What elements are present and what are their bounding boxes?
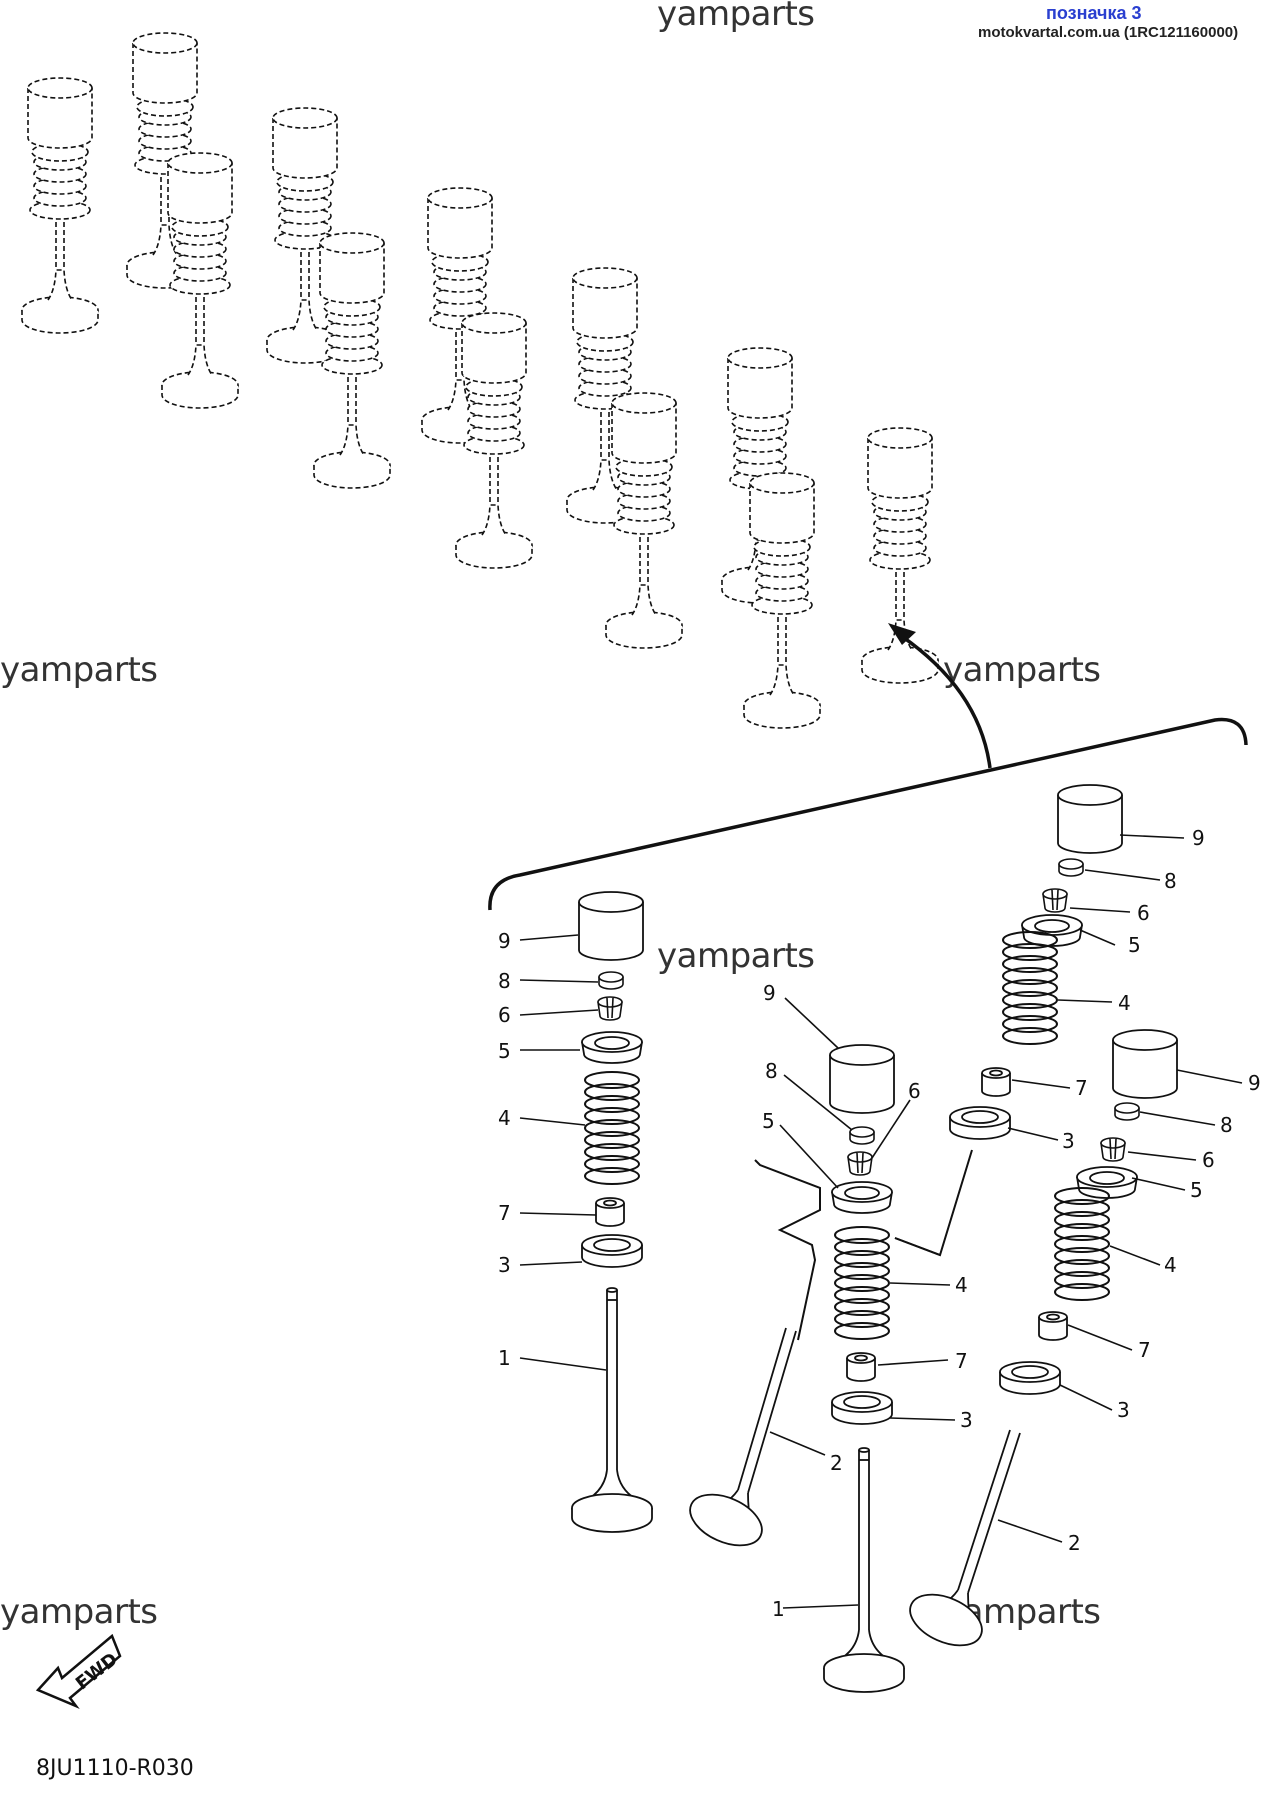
callout-left-9: 9	[498, 929, 511, 953]
callout-left-8: 8	[498, 969, 511, 993]
callout-middle-2: 2	[830, 1451, 843, 1475]
callout-lower-right-9: 9	[1248, 1071, 1261, 1095]
assembly-left	[571, 891, 653, 1533]
watermark-right: yamparts	[943, 650, 1101, 690]
watermark-center: yamparts	[657, 936, 815, 976]
watermark-top: yamparts	[657, 0, 815, 34]
callout-left-4: 4	[498, 1106, 511, 1130]
callout-lower-right-7: 7	[1138, 1338, 1151, 1362]
callout-upper-right-4: 4	[1118, 991, 1131, 1015]
assembly-middle	[823, 1044, 905, 1693]
diagram-code: 8JU1110-R030	[36, 1756, 194, 1781]
pointer-arrow	[899, 633, 992, 769]
callout-upper-right-5: 5	[1128, 933, 1141, 957]
callouts-lower-right	[997, 1069, 1243, 1543]
callout-middle-9: 9	[763, 981, 776, 1005]
callout-upper-right-9: 9	[1192, 826, 1205, 850]
callouts-middle	[769, 997, 956, 1609]
callout-middle-8: 8	[765, 1059, 778, 1083]
callout-left-1: 1	[498, 1346, 511, 1370]
fwd-arrow-icon: FWD	[35, 1633, 122, 1709]
callout-upper-right-8: 8	[1164, 869, 1177, 893]
overview-ghost-valves	[21, 32, 939, 729]
header-tag: позначка 3	[1046, 3, 1142, 23]
callout-numbers-middle: 9 8 6 5 4 7 3 2 1	[762, 981, 973, 1621]
callout-middle-6: 6	[908, 1079, 921, 1103]
watermark-bottom-left: yamparts	[0, 1592, 158, 1632]
header-site: motokvartal.com.ua (1RC121160000)	[978, 24, 1239, 41]
callout-middle-3: 3	[960, 1408, 973, 1432]
watermark-left: yamparts	[0, 650, 158, 690]
grouping-bracket	[488, 717, 1248, 911]
callout-middle-1: 1	[772, 1597, 785, 1621]
callout-left-6: 6	[498, 1003, 511, 1027]
callout-middle-5: 5	[762, 1109, 775, 1133]
callout-left-3: 3	[498, 1253, 511, 1277]
callout-lower-right-6: 6	[1202, 1148, 1215, 1172]
callout-lower-right-4: 4	[1164, 1253, 1177, 1277]
callout-middle-4: 4	[955, 1273, 968, 1297]
callout-left-7: 7	[498, 1201, 511, 1225]
connector-lines	[754, 1149, 973, 1341]
pointer-arrowhead	[888, 623, 916, 645]
valve-tilted-middle	[689, 1327, 797, 1547]
callout-upper-right-3: 3	[1062, 1129, 1075, 1153]
callout-left-5: 5	[498, 1039, 511, 1063]
callout-upper-right-6: 6	[1137, 901, 1150, 925]
callouts-left	[519, 934, 607, 1371]
callout-lower-right-3: 3	[1117, 1398, 1130, 1422]
callout-numbers-left: 9 8 6 5 4 7 3 1	[498, 929, 511, 1370]
callout-lower-right-8: 8	[1220, 1113, 1233, 1137]
callout-numbers-upper-right: 9 8 6 5 4 7 3	[1062, 826, 1205, 1153]
callouts-upper-right	[1007, 834, 1185, 1141]
callout-numbers-lower-right: 9 8 6 5 4 7 3 2	[1068, 1071, 1261, 1555]
assembly-upper-right	[949, 784, 1123, 1140]
callout-lower-right-2: 2	[1068, 1531, 1081, 1555]
valve-tilted-right	[909, 1429, 1021, 1647]
callout-upper-right-7: 7	[1075, 1076, 1088, 1100]
callout-middle-7: 7	[955, 1349, 968, 1373]
callout-lower-right-5: 5	[1190, 1178, 1203, 1202]
